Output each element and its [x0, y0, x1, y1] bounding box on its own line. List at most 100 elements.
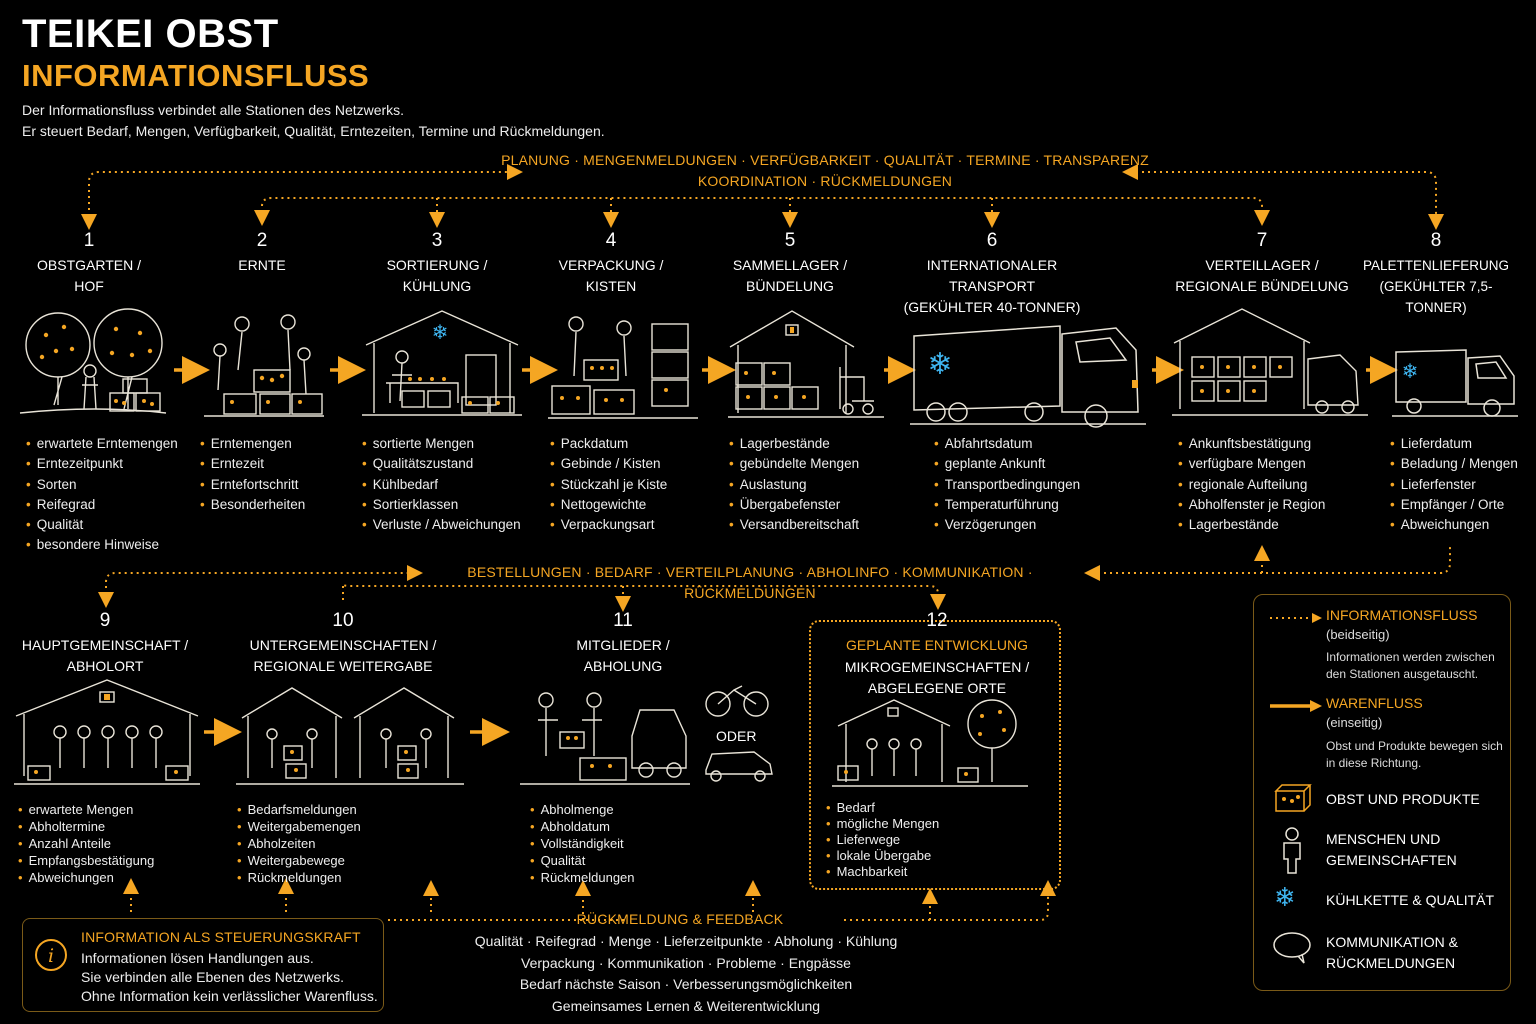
list-item: Sortierklassen — [362, 495, 521, 515]
list-item: Kühlbedarf — [362, 475, 521, 495]
step-6-title-line-3: (GEKÜHLTER 40-TONNER) — [903, 299, 1081, 315]
step-3-title-line-2: KÜHLUNG — [402, 278, 472, 294]
list-item: Lagerbestände — [1178, 515, 1325, 535]
list-item: Abweichungen — [1390, 515, 1518, 535]
list-item: mögliche Mengen — [826, 816, 940, 832]
list-item: gebündelte Mengen — [729, 454, 859, 474]
list-item: Anzahl Anteile — [18, 835, 154, 852]
list-item: regionale Aufteilung — [1178, 475, 1325, 495]
feedback-line-2: Verpackung · Kommunikation · Probleme · … — [521, 954, 851, 971]
page-title: TEIKEI OBST — [22, 12, 279, 56]
legend-info-desc-line-1: Informationen werden zwischen — [1326, 650, 1495, 664]
step-5-title-line-1: SAMMELLAGER / — [732, 257, 848, 273]
step-3-info-list: sortierte Mengen Qualitätszustand Kühlbe… — [362, 434, 521, 535]
feedback-title: RÜCKMELDUNG & FEEDBACK — [576, 911, 784, 927]
list-item: Temperaturführung — [934, 495, 1080, 515]
feedback-list: Qualität · Reifegrad · Menge · Lieferzei… — [420, 931, 952, 1017]
list-item: Lieferdatum — [1390, 434, 1518, 454]
sub-communities-illustration — [236, 687, 464, 785]
page-subtitle: INFORMATIONSFLUSS — [22, 58, 370, 93]
svg-text:i: i — [48, 945, 54, 967]
warehouse-illustration — [728, 310, 884, 418]
list-item: Vollständigkeit — [530, 835, 635, 852]
goods-flow-legend-icon — [1270, 700, 1322, 712]
legend-people-line-2: GEMEINSCHAFTEN — [1326, 852, 1457, 868]
step-10-title-line-2: REGIONALE WEITERGABE — [253, 658, 433, 674]
step-3-title-line-1: SORTIERUNG / — [386, 257, 488, 273]
step-12-header: 12 GEPLANTE ENTWICKLUNG MIKROGEMEINSCHAF… — [835, 610, 1039, 699]
step-9-header: 9 HAUPTGEMEINSCHAFT / ABHOLORT — [10, 610, 200, 677]
top-info-band: PLANUNG · MENGENMELDUNGEN · VERFÜGBARKEI… — [420, 150, 1230, 192]
step-2-title-line-1: ERNTE — [238, 257, 286, 273]
info-line-middle-right — [1084, 545, 1451, 581]
oder-label: ODER — [716, 728, 757, 744]
step-2-number: 2 — [256, 230, 268, 251]
step-8-title-line-1: PALETTENLIEFERUNG — [1362, 258, 1510, 273]
person-icon — [1283, 827, 1301, 874]
step-1-info-list: erwartete Erntemengen Erntezeitpunkt Sor… — [26, 434, 178, 556]
list-item: Nettogewichte — [550, 495, 667, 515]
list-item: Verpackungsart — [550, 515, 667, 535]
step-12-number: 12 — [926, 610, 948, 631]
step-5-title-line-2: BÜNDELUNG — [746, 278, 834, 294]
list-item: Verzögerungen — [934, 515, 1080, 535]
list-item: Qualität — [26, 515, 178, 535]
step-4-number: 4 — [605, 230, 617, 251]
step-6-header: 6 INTERNATIONALER TRANSPORT (GEKÜHLTER 4… — [892, 230, 1092, 318]
list-item: Verluste / Abweichungen — [362, 515, 521, 535]
info-line-top-inner — [254, 197, 1270, 226]
step-8-number: 8 — [1430, 230, 1442, 251]
legend-goods-desc-line-1: Obst und Produkte bewegen sich — [1326, 739, 1503, 753]
list-item: Weitergabemengen — [237, 818, 361, 835]
list-item: Abholfenster je Region — [1178, 495, 1326, 515]
micro-community-illustration — [832, 699, 1028, 787]
list-item: Lieferfenster — [1390, 475, 1518, 495]
main-community-illustration — [14, 679, 200, 785]
list-item: Bedarf — [826, 800, 939, 816]
list-item: Abholzeiten — [237, 835, 361, 852]
list-item: Empfänger / Orte — [1390, 495, 1518, 515]
step-6-number: 6 — [986, 230, 998, 251]
info-icon: i — [35, 939, 67, 971]
step-1-header: 1 OBSTGARTEN / HOF — [14, 230, 164, 297]
info-box-title: INFORMATION ALS STEUERUNGSKRAFT — [81, 929, 361, 945]
step-4-title-line-1: VERPACKUNG / — [558, 257, 664, 273]
list-item: Lagerbestände — [729, 434, 859, 454]
harvest-illustration — [204, 314, 324, 417]
list-item: Reifegrad — [26, 495, 178, 515]
legend-comm-line-2: RÜCKMELDUNGEN — [1326, 955, 1456, 971]
info-line-top-outer-right — [1122, 164, 1444, 230]
list-item: Rückmeldungen — [530, 869, 635, 886]
list-item: Sorten — [26, 475, 178, 495]
step-11-info-list: Abholmenge Abholdatum Vollständigkeit Qu… — [530, 801, 635, 886]
list-item: Ankunftsbestätigung — [1178, 434, 1325, 454]
intro-line-1: Der Informationsfluss verbindet alle Sta… — [22, 102, 405, 118]
step-2-header: 2 ERNTE — [187, 230, 337, 276]
list-item: Besonderheiten — [200, 495, 306, 515]
step-12-title-line-1: MIKROGEMEINSCHAFTEN / — [844, 659, 1030, 675]
step-7-title-line-1: VERTEILLAGER / — [1205, 257, 1319, 273]
list-item: Qualitätszustand — [362, 454, 521, 474]
legend-info-desc-line-2: den Stationen ausgetauscht. — [1326, 667, 1479, 681]
list-item: lokale Übergabe — [826, 848, 939, 864]
info-flow-legend-icon — [1270, 613, 1322, 623]
list-item: Transportbedingungen — [934, 475, 1080, 495]
step-12-tag: GEPLANTE ENTWICKLUNG — [845, 637, 1029, 653]
feedback-line-4: Gemeinsames Lernen & Weiterentwicklung — [551, 997, 821, 1014]
info-box-line-2: Sie verbinden alle Ebenen des Netzwerks. — [81, 969, 345, 985]
legend-cold-label: KÜHLKETTE & QUALITÄT — [1326, 892, 1495, 908]
step-8-info-list: Lieferdatum Beladung / Mengen Lieferfens… — [1390, 434, 1518, 535]
step-7-number: 7 — [1256, 230, 1268, 251]
svg-text:❄: ❄ — [927, 347, 952, 382]
info-box-text: Informationen lösen Handlungen aus. Sie … — [81, 949, 378, 1006]
middle-info-band: BESTELLUNGEN · BEDARF · VERTEILPLANUNG ·… — [467, 564, 1033, 601]
step-4-header: 4 VERPACKUNG / KISTEN — [536, 230, 686, 297]
step-9-info-list: erwartete Mengen Abholtermine Anzahl Ant… — [18, 801, 155, 886]
step-10-header: 10 UNTERGEMEINSCHAFTEN / REGIONALE WEITE… — [238, 610, 448, 677]
info-control-box: i INFORMATION ALS STEUERUNGSKRAFT Inform… — [22, 918, 384, 1012]
list-item: Beladung / Mengen — [1390, 454, 1518, 474]
list-item: Weitergabewege — [237, 852, 361, 869]
legend-goods-desc: Obst und Produkte bewegen sich in diese … — [1326, 738, 1503, 772]
legend-goods-desc-line-2: in diese Richtung. — [1326, 756, 1422, 770]
list-item: Stückzahl je Kiste — [550, 475, 668, 495]
